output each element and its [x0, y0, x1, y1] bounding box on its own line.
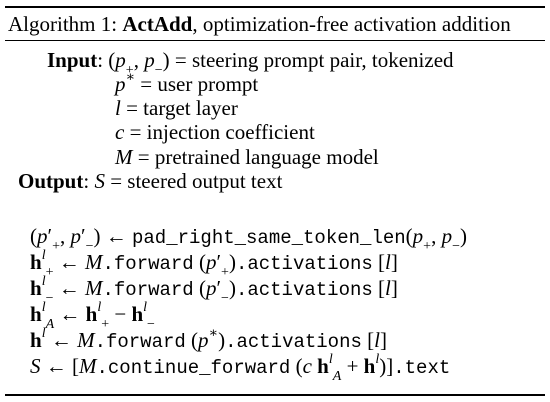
algorithm-box: Algorithm 1: ActAdd, optimization-free a… [5, 6, 545, 396]
output-keyword: Output [18, 169, 84, 193]
output-line: Output: S = steered output text [18, 169, 283, 193]
algorithm-label: Algorithm 1: [8, 12, 118, 36]
input-user-prompt: p∗ = user prompt [115, 70, 259, 97]
step-1: (p′+, p′−) ← pad_right_same_token_len(p+… [30, 224, 467, 255]
algorithm-name: ActAdd [122, 12, 193, 36]
algorithm-caption: Algorithm 1: ActAdd, optimization-free a… [8, 12, 511, 36]
input-model: M = pretrained language model [115, 145, 379, 169]
algorithm-description: , optimization-free activation addition [192, 12, 511, 36]
caption-rule [5, 40, 545, 41]
step-3: hl− ← M.forward (p′−).activations [l] [30, 274, 398, 307]
bottom-rule [5, 394, 545, 396]
input-coefficient: c = injection coefficient [115, 120, 315, 144]
step-2: hl+ ← M.forward (p′+).activations [l] [30, 248, 398, 281]
input-line: Input: (p+, p−) = steering prompt pair, … [47, 48, 454, 79]
input-keyword: Input [47, 48, 98, 72]
input-target-layer: l = target layer [115, 96, 238, 120]
step-4: hlA ← hl+ − hl− [30, 300, 155, 333]
top-rule [5, 6, 545, 8]
step-6: S ← [M.continue_forward (c hlA + hl)].te… [30, 352, 451, 385]
step-5: hl ← M.forward (p∗).activations [l] [30, 326, 387, 354]
